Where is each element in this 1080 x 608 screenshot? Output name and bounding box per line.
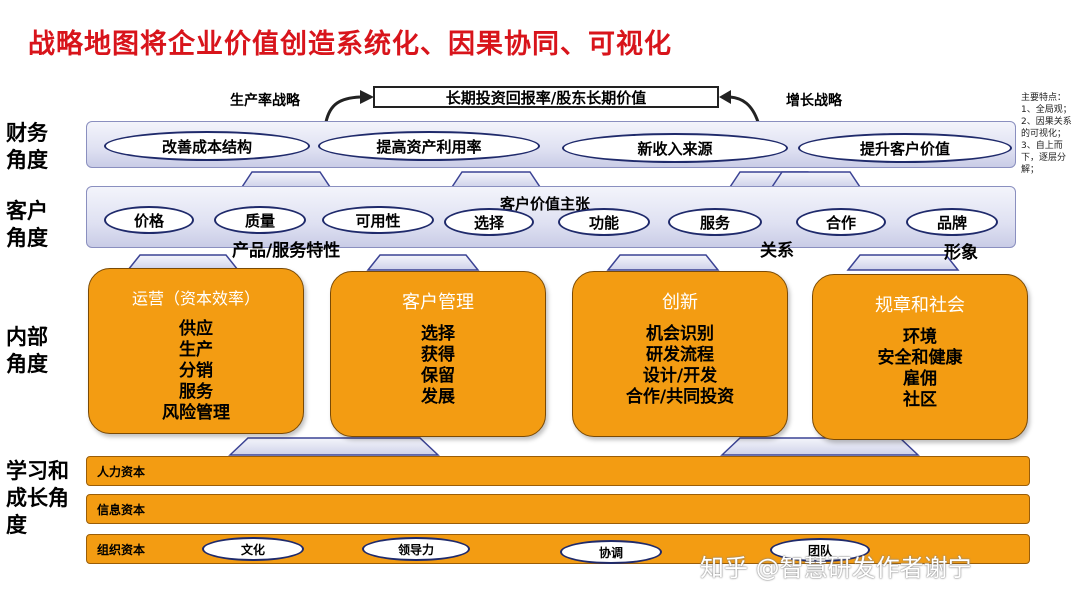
- financial-item-customer-value: 提升客户价值: [798, 133, 1012, 163]
- learning-bar-human-capital: 人力资本: [86, 456, 1030, 486]
- financial-goal-box: 长期投资回报率/股东长期价值: [373, 86, 719, 108]
- culture-item-leadership: 领导力: [362, 537, 470, 561]
- row-label-learning: 学习和 成长角 度: [6, 459, 69, 537]
- productivity-strategy-label: 生产率战略: [230, 93, 300, 109]
- financial-item-asset-utilization: 提高资产利用率: [318, 131, 540, 161]
- bar-label: 组织资本: [97, 543, 146, 557]
- curved-arrow-left: [324, 95, 361, 123]
- financial-item-cost-structure: 改善成本结构: [104, 131, 310, 161]
- customer-group-product-attributes: 产品/服务特性: [232, 241, 341, 261]
- internal-box-customer-management: 客户管理 选择 获得 保留 发展: [330, 271, 546, 437]
- curved-arrow-left-head: [360, 90, 374, 104]
- customer-item-quality: 质量: [214, 206, 306, 234]
- row-label-financial: 财务 角度: [6, 121, 48, 172]
- customer-item-price: 价格: [104, 206, 194, 234]
- up-arrow-int-cust-2: [366, 254, 480, 271]
- customer-item-selection: 选择: [444, 208, 534, 236]
- curved-arrow-right: [729, 95, 760, 123]
- internal-box-title: 规章和社会: [875, 295, 965, 316]
- internal-box-items: 选择 获得 保留 发展: [421, 324, 455, 407]
- page-title: 战略地图将企业价值创造系统化、因果协同、可视化: [28, 29, 672, 60]
- customer-item-function: 功能: [558, 208, 650, 236]
- internal-box-items: 供应 生产 分销 服务 风险管理: [162, 319, 230, 423]
- internal-box-regulatory-social: 规章和社会 环境 安全和健康 雇佣 社区: [812, 274, 1028, 440]
- customer-group-relationship: 关系: [760, 241, 794, 261]
- row-label-customer: 客户 角度: [6, 199, 48, 250]
- up-arrow-cust-fin-4: [770, 171, 862, 188]
- internal-box-title: 客户管理: [402, 292, 474, 313]
- bar-label: 人力资本: [97, 465, 146, 479]
- row-label-internal: 内部 角度: [6, 325, 48, 376]
- up-arrow-cust-fin-1: [240, 171, 332, 188]
- customer-item-cooperation: 合作: [796, 208, 886, 236]
- internal-box-items: 机会识别 研发流程 设计/开发 合作/共同投资: [625, 324, 735, 407]
- culture-item-culture: 文化: [202, 537, 304, 561]
- internal-box-operations: 运营（资本效率） 供应 生产 分销 服务 风险管理: [88, 268, 304, 434]
- internal-box-innovation: 创新 机会识别 研发流程 设计/开发 合作/共同投资: [572, 271, 788, 437]
- watermark: 知乎 @智慧研发作者谢宁: [700, 554, 972, 582]
- customer-item-service: 服务: [668, 208, 762, 236]
- side-notes: 主要特点： 1、全局观； 2、因果关系的可视化； 3、自上而下，逐层分解；: [1021, 93, 1072, 175]
- up-arrow-int-cust-4: [846, 254, 960, 271]
- customer-value-proposition-header: 客户价值主张: [500, 195, 591, 213]
- customer-item-availability: 可用性: [322, 206, 434, 234]
- bar-label: 信息资本: [97, 503, 146, 517]
- culture-item-coordination: 协调: [560, 540, 662, 564]
- financial-item-new-revenue: 新收入来源: [562, 133, 788, 163]
- growth-strategy-label: 增长战略: [786, 93, 842, 109]
- up-arrow-int-cust-3: [606, 254, 720, 271]
- internal-box-items: 环境 安全和健康 雇佣 社区: [877, 327, 963, 410]
- customer-group-image: 形象: [944, 243, 978, 263]
- internal-box-title: 运营（资本效率）: [131, 289, 260, 308]
- up-arrow-learn-int-2: [720, 437, 920, 456]
- curved-arrow-right-head: [719, 90, 731, 104]
- learning-bar-information-capital: 信息资本: [86, 494, 1030, 524]
- up-arrow-cust-fin-2: [450, 171, 542, 188]
- customer-item-brand: 品牌: [906, 208, 998, 236]
- culture-item-team: 团队: [770, 538, 870, 562]
- up-arrow-learn-int-1: [228, 437, 440, 456]
- internal-box-title: 创新: [662, 292, 698, 313]
